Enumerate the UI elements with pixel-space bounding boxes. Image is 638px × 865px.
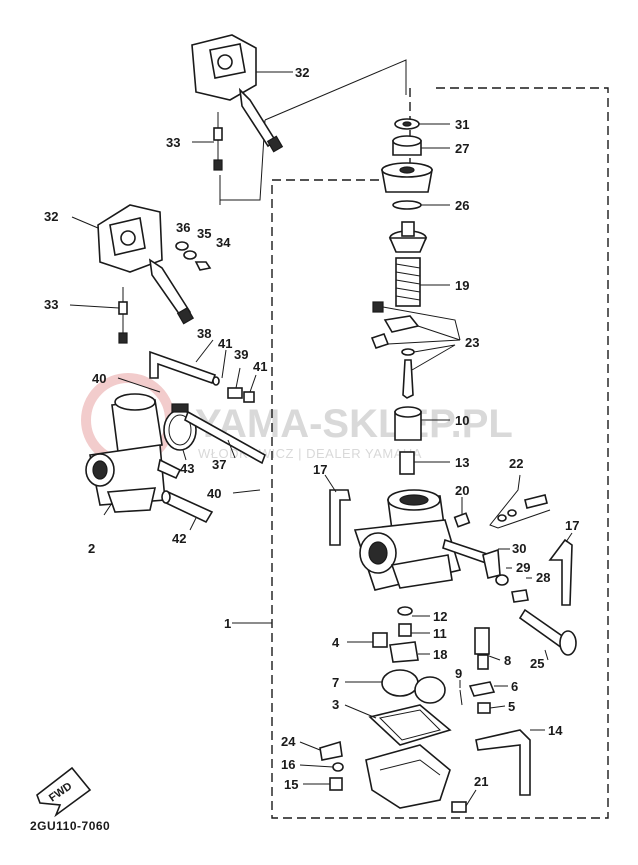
callout-31: 31 <box>455 117 469 132</box>
callout-7: 7 <box>332 675 339 690</box>
callout-22: 22 <box>509 456 523 471</box>
callout-32-lower: 32 <box>44 209 58 224</box>
callout-33-upper: 33 <box>166 135 180 150</box>
callout-3: 3 <box>332 697 339 712</box>
part-30-29-28 <box>482 548 529 603</box>
callout-4: 4 <box>332 635 340 650</box>
part-27-nut <box>392 135 422 156</box>
callout-17-right: 17 <box>565 518 579 533</box>
callout-1: 1 <box>224 616 231 631</box>
callout-40-upper: 40 <box>92 371 106 386</box>
part-24-16-15-21 <box>319 740 467 813</box>
callout-labels: 32 33 31 27 26 32 36 35 34 19 33 23 38 4… <box>44 65 579 792</box>
callout-42: 42 <box>172 531 186 546</box>
callout-18: 18 <box>433 647 447 662</box>
callout-27: 27 <box>455 141 469 156</box>
part-9-6-5 <box>459 681 496 714</box>
fwd-arrow-icon: FWD <box>36 766 92 818</box>
callout-5: 5 <box>508 699 515 714</box>
part-10-throttle-valve <box>394 406 422 441</box>
callout-32-upper: 32 <box>295 65 309 80</box>
callout-36: 36 <box>176 220 190 235</box>
part-13-needle-jet <box>399 451 415 475</box>
part-26-cap <box>381 162 433 210</box>
callout-30: 30 <box>512 541 526 556</box>
part-20-jet <box>453 512 471 528</box>
callout-21: 21 <box>474 774 488 789</box>
callout-9: 9 <box>455 666 462 681</box>
part-17-vent-tubes <box>329 489 573 606</box>
part-25-pilot-screw <box>518 608 577 656</box>
part-7-float <box>381 669 446 704</box>
float-bowl <box>365 744 451 809</box>
part-38-hose <box>149 350 217 385</box>
callout-26: 26 <box>455 198 469 213</box>
part-19-spring <box>395 257 421 307</box>
callout-34: 34 <box>216 235 231 250</box>
part-32-upper <box>191 34 284 153</box>
callout-41-left: 41 <box>218 336 232 351</box>
callout-13: 13 <box>455 455 469 470</box>
main-carburetor-body <box>353 489 492 591</box>
callout-24: 24 <box>281 734 296 749</box>
part-31-washer <box>394 118 420 130</box>
callout-38: 38 <box>197 326 211 341</box>
callout-39: 39 <box>234 347 248 362</box>
part-39-41-fittings <box>212 376 255 403</box>
part-12-11-4-18 <box>372 606 419 663</box>
drawing-code: 2GU110-7060 <box>30 819 110 833</box>
part-3-gasket <box>368 704 452 746</box>
callout-11: 11 <box>433 626 447 641</box>
part-23-clip-set <box>370 301 420 399</box>
callout-6: 6 <box>511 679 518 694</box>
callout-40-lower: 40 <box>207 486 221 501</box>
callout-29: 29 <box>516 560 530 575</box>
callout-14: 14 <box>548 723 563 738</box>
callout-33-lower: 33 <box>44 297 58 312</box>
callout-25: 25 <box>530 656 544 671</box>
assembly-dashed-outline <box>271 87 609 819</box>
callout-15: 15 <box>284 777 298 792</box>
part-33-lower <box>118 287 128 344</box>
callout-37: 37 <box>212 457 226 472</box>
part-22-screw-set <box>497 494 548 522</box>
part-37-hose <box>184 410 266 465</box>
watermark-main-text: YAMA-SKLEP.PL <box>195 402 513 446</box>
callout-19: 19 <box>455 278 469 293</box>
callout-43: 43 <box>180 461 194 476</box>
part-36-35-34 <box>175 241 212 271</box>
part-holder <box>388 221 428 253</box>
leader-lines <box>69 71 573 807</box>
callout-20: 20 <box>455 483 469 498</box>
callout-12: 12 <box>433 609 447 624</box>
callout-2: 2 <box>88 541 95 556</box>
callout-41-right: 41 <box>253 359 267 374</box>
callout-8: 8 <box>504 653 511 668</box>
part-32-lower <box>97 204 195 325</box>
link-line-top <box>219 59 407 205</box>
callout-10: 10 <box>455 413 469 428</box>
part-33-upper <box>213 112 223 171</box>
callout-17-left: 17 <box>313 462 327 477</box>
callout-16: 16 <box>281 757 295 772</box>
callout-35: 35 <box>197 226 211 241</box>
assembly-boundary <box>271 87 609 819</box>
callout-23: 23 <box>465 335 479 350</box>
part-2-carburetor <box>85 393 182 513</box>
part-42-tube <box>161 490 214 524</box>
part-14-hose <box>475 729 531 796</box>
callout-28: 28 <box>536 570 550 585</box>
part-8-jet <box>474 627 490 670</box>
